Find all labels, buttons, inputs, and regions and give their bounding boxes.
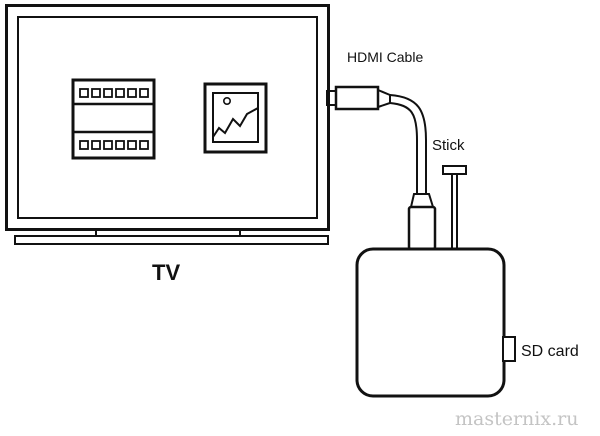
film-sprocket-hole bbox=[115, 140, 125, 150]
film-sprocket-hole bbox=[91, 88, 101, 98]
tv-bezel bbox=[5, 4, 330, 231]
film-sprocket-hole bbox=[103, 140, 113, 150]
film-sprocket-hole bbox=[127, 88, 137, 98]
film-sprocket-hole bbox=[79, 88, 89, 98]
film-sprocket-hole bbox=[127, 140, 137, 150]
film-sprocket-hole bbox=[139, 140, 149, 150]
stick-label: Stick bbox=[432, 137, 465, 154]
watermark: masternix.ru bbox=[455, 408, 578, 430]
picture-icon bbox=[203, 82, 268, 154]
hdmi-plug-tv bbox=[334, 85, 380, 111]
film-sprocket-hole bbox=[139, 88, 149, 98]
tv bbox=[5, 4, 330, 245]
film-sprocket-hole bbox=[79, 140, 89, 150]
film-strip-icon bbox=[71, 78, 156, 160]
tv-stand bbox=[14, 235, 329, 245]
film-sprocket-hole bbox=[91, 140, 101, 150]
hdmi-plug-stick bbox=[407, 205, 437, 251]
hdmi-cable-label: HDMI Cable bbox=[347, 49, 423, 65]
sd-card-slot bbox=[502, 336, 516, 362]
tv-label: TV bbox=[152, 260, 180, 285]
sd-card-label: SD card bbox=[521, 343, 579, 360]
film-sprocket-hole bbox=[103, 88, 113, 98]
hdmi-cable bbox=[326, 85, 437, 251]
stick-device bbox=[355, 247, 516, 398]
film-sprocket-hole bbox=[115, 88, 125, 98]
tv-screen bbox=[17, 16, 318, 219]
stick-body bbox=[355, 247, 506, 398]
antenna bbox=[442, 165, 467, 250]
